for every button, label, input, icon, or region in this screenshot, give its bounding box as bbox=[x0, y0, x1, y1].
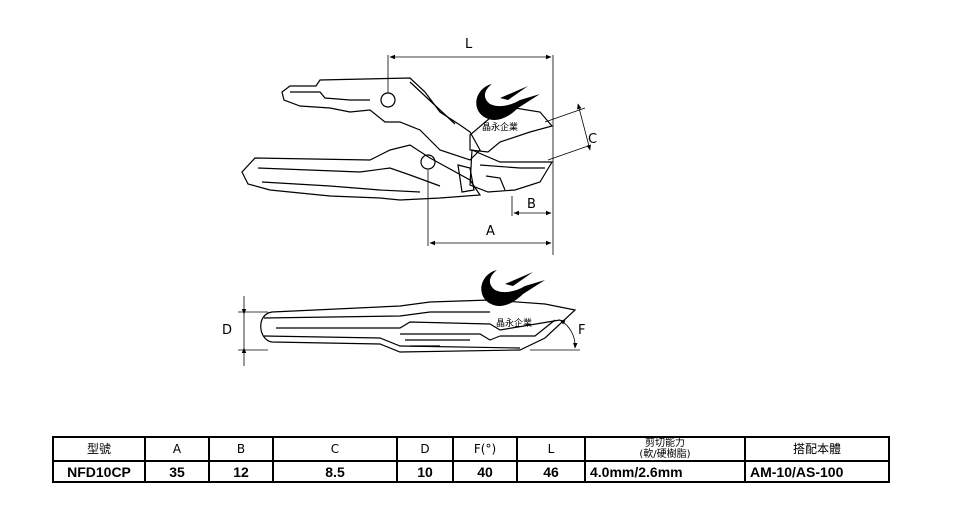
value-capacity: 4.0mm/2.6mm bbox=[584, 460, 746, 483]
dim-label-f: F bbox=[578, 323, 585, 338]
header-d: D bbox=[396, 436, 454, 462]
upper-jaw bbox=[281, 77, 481, 161]
top-view bbox=[260, 299, 577, 353]
dim-label-d: D bbox=[222, 323, 232, 338]
spec-header-row: 型號 A B C D F(°) L 剪切能力 (軟/硬樹脂) 搭配本體 bbox=[52, 436, 890, 462]
dimension-lines-top bbox=[238, 296, 580, 366]
header-model: 型號 bbox=[52, 436, 146, 462]
value-f: 40 bbox=[452, 460, 518, 483]
header-b: B bbox=[208, 436, 274, 462]
header-capacity-line1: 剪切能力 bbox=[645, 438, 685, 449]
brand-logo: 晶永企業 bbox=[476, 84, 540, 133]
header-a: A bbox=[144, 436, 210, 462]
header-f: F(°) bbox=[452, 436, 518, 462]
spec-table: 型號 A B C D F(°) L 剪切能力 (軟/硬樹脂) 搭配本體 NFD1… bbox=[52, 436, 890, 483]
value-l: 46 bbox=[516, 460, 586, 483]
pivot-hole-upper bbox=[380, 92, 396, 108]
pivot-hole-lower bbox=[420, 154, 436, 170]
side-view bbox=[241, 77, 554, 201]
brand-logo-2: 晶永企業 bbox=[481, 270, 545, 329]
value-c: 8.5 bbox=[272, 460, 398, 483]
brand-text-2: 晶永企業 bbox=[496, 317, 532, 329]
value-a: 35 bbox=[144, 460, 210, 483]
dimension-lines-side bbox=[387, 54, 591, 255]
header-body: 搭配本體 bbox=[744, 436, 890, 462]
value-body: AM-10/AS-100 bbox=[744, 460, 890, 483]
header-l: L bbox=[516, 436, 586, 462]
header-c: C bbox=[272, 436, 398, 462]
dim-label-a: A bbox=[486, 224, 495, 239]
technical-drawing: L A B C 晶永企業 D F 晶永企業 bbox=[222, 37, 597, 366]
header-capacity-line2: (軟/硬樹脂) bbox=[639, 449, 691, 460]
dim-label-b: B bbox=[527, 197, 536, 212]
brand-text: 晶永企業 bbox=[482, 121, 518, 133]
value-b: 12 bbox=[208, 460, 274, 483]
dim-label-c: C bbox=[588, 132, 597, 147]
handle bbox=[241, 144, 482, 201]
header-capacity: 剪切能力 (軟/硬樹脂) bbox=[584, 436, 746, 462]
spec-value-row: NFD10CP 35 12 8.5 10 40 46 4.0mm/2.6mm A… bbox=[52, 460, 890, 483]
value-model: NFD10CP bbox=[52, 460, 146, 483]
dim-label-l: L bbox=[465, 37, 473, 52]
value-d: 10 bbox=[396, 460, 454, 483]
